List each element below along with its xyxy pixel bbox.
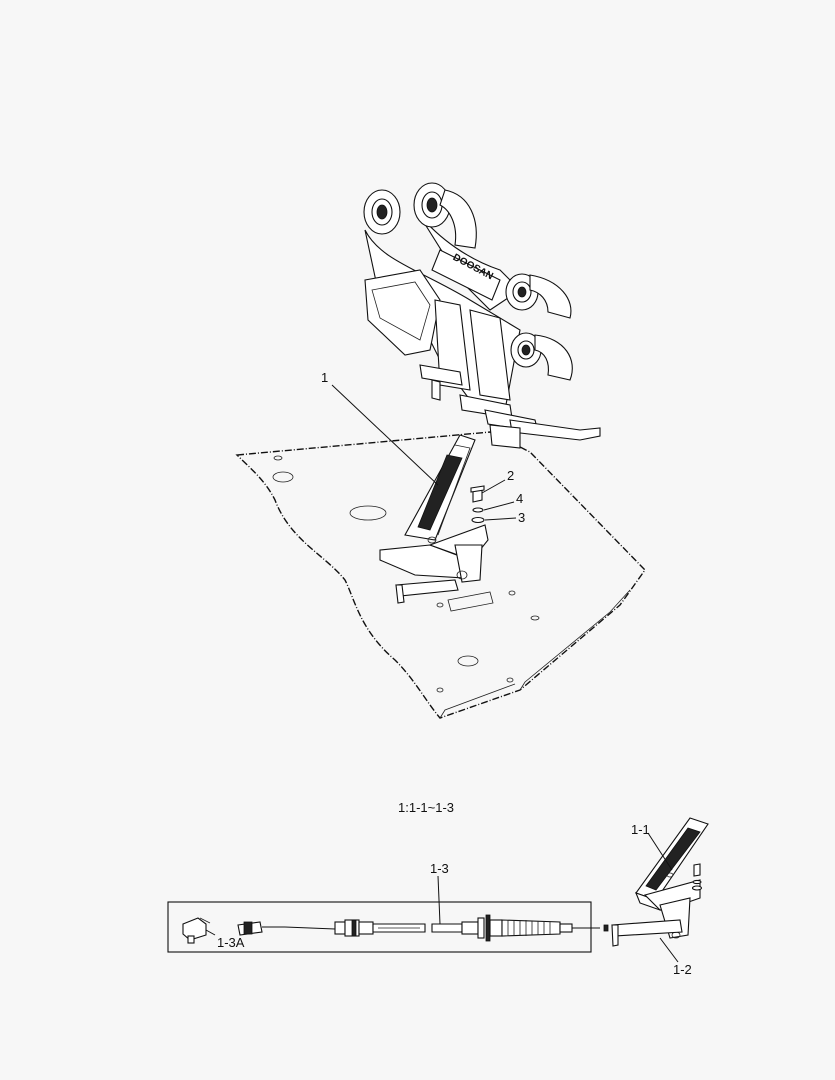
callout-2: 2 bbox=[507, 468, 514, 483]
valve-manifold: DOOSAN bbox=[363, 182, 601, 449]
cable-detail: 1-3 1-3A bbox=[167, 861, 609, 953]
callout-1-3A: 1-3A bbox=[217, 935, 245, 950]
callout-1: 1 bbox=[321, 370, 328, 385]
pedal-detail: 1-1 1-2 bbox=[611, 817, 709, 977]
callout-1-3: 1-3 bbox=[430, 861, 449, 876]
cable-bellows bbox=[501, 919, 561, 937]
fasteners bbox=[470, 485, 485, 524]
main-callouts: 1 2 4 3 bbox=[321, 370, 525, 525]
callout-3: 3 bbox=[518, 510, 525, 525]
callout-1-1: 1-1 bbox=[631, 822, 650, 837]
cable-detail-frame bbox=[167, 901, 592, 953]
callout-4: 4 bbox=[516, 491, 523, 506]
accelerator-pedal bbox=[379, 434, 489, 604]
subassembly-caption: 1:1-1~1-3 bbox=[398, 800, 454, 815]
floor-plate bbox=[235, 431, 646, 719]
callout-1-2: 1-2 bbox=[673, 962, 692, 977]
